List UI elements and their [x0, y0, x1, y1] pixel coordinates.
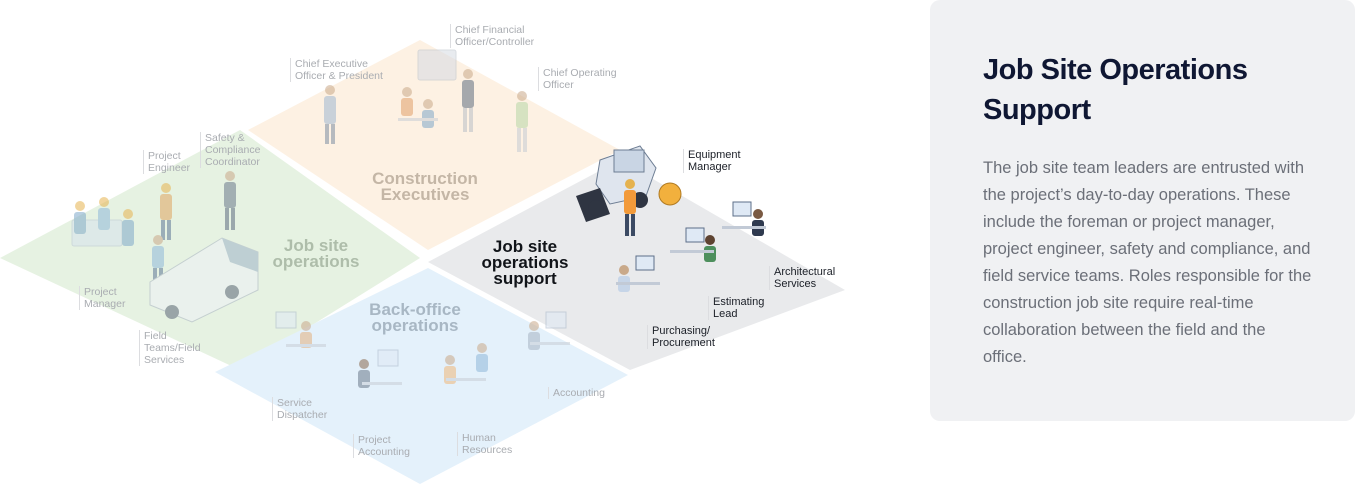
role-label-estimating: Estimating Lead: [708, 296, 764, 320]
back-office-zone-tile: [215, 268, 628, 484]
zone-title-back-office: Back-office operations: [369, 300, 461, 335]
executives-zone-tile: [248, 40, 620, 250]
panel-title: Job Site Operations Support: [983, 54, 1248, 126]
job-site-people-illustration: [71, 171, 259, 323]
role-label-safety: Safety & Compliance Coordinator: [200, 132, 260, 168]
role-label-architectural: Architectural Services: [769, 266, 835, 290]
zone-title-executives: Construction Executives: [372, 169, 478, 204]
back-office-people-illustration: [275, 311, 570, 388]
role-label-coo: Chief Operating Officer: [538, 67, 617, 91]
role-label-ceo: Chief Executive Officer & President: [290, 58, 383, 82]
panel-body: The job site team leaders are entrusted …: [983, 159, 1312, 366]
role-label-cfo: Chief Financial Officer/Controller: [450, 24, 534, 48]
role-label-project-manager: Project Manager: [79, 286, 125, 310]
role-label-human-resources: Human Resources: [457, 432, 512, 456]
description-panel: Job Site Operations Support The job site…: [930, 0, 1355, 421]
role-label-equipment-manager: Equipment Manager: [683, 149, 741, 173]
executives-people-illustration: [324, 49, 528, 152]
role-label-service-dispatcher: Service Dispatcher: [272, 397, 327, 421]
role-label-field-teams: Field Teams/Field Services: [139, 330, 201, 366]
isometric-floor-plan: [0, 40, 845, 484]
zone-title-support[interactable]: Job site operations support: [481, 237, 569, 288]
role-label-project-engineer: Project Engineer: [143, 150, 190, 174]
role-label-purchasing: Purchasing/ Procurement: [647, 325, 715, 349]
support-people-illustration: [576, 145, 766, 292]
org-diagram: Construction Executives Job site operati…: [0, 24, 845, 484]
role-label-accounting: Accounting: [548, 387, 605, 399]
role-label-project-accounting: Project Accounting: [353, 434, 410, 458]
zone-title-job-site: Job site operations: [272, 236, 360, 271]
